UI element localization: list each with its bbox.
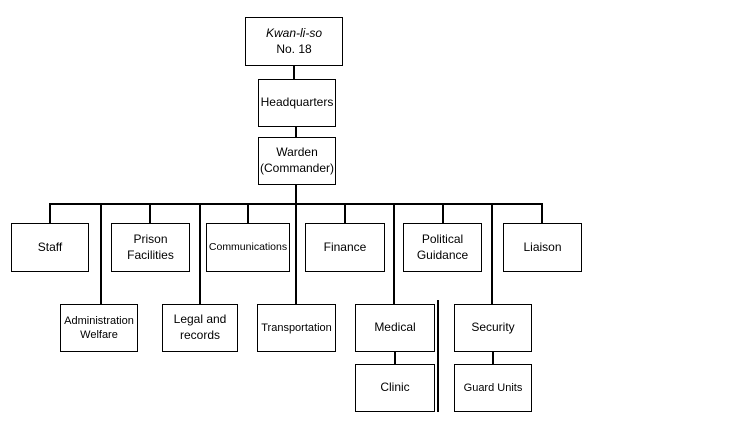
node-staff: Staff [11,223,89,272]
node-medical-label: Medical [374,320,416,335]
connector-medical-clinic [394,352,396,365]
node-prison-facilities: Prison Facilities [111,223,190,272]
connector-rail-finance [344,204,346,224]
node-admin-welfare-label-line2: Welfare [80,329,118,341]
node-transportation: Transportation [257,304,336,352]
node-clinic-label: Clinic [380,380,410,395]
node-political-guidance-label-line2: Guidance [416,247,469,262]
node-legal-records: Legal and records [162,304,238,352]
node-communications-label: Communications [208,240,288,253]
node-finance: Finance [305,223,385,272]
connector-rail-transportation [295,204,297,305]
node-kwanliso-label-line2: No. 18 [276,41,312,56]
node-security: Security [454,304,532,352]
node-communications: Communications [206,223,290,272]
connector-rail-legal-records [199,204,201,305]
node-admin-welfare: Administration Welfare [60,304,138,352]
connector-rail-staff [49,204,51,224]
connector-rail-communications [247,204,249,224]
node-legal-records-label-line2: records [179,328,220,342]
connector-rail-political-guidance [442,204,444,224]
connector-rail-prison-facilities [149,204,151,224]
node-medical: Medical [355,304,435,352]
node-political-guidance: Political Guidance [403,223,482,272]
node-headquarters-label: Headquarters [260,95,334,110]
connector-rail-admin-welfare [100,204,102,305]
connector-rail-medical [393,204,395,305]
node-headquarters: Headquarters [258,79,336,127]
node-political-guidance-label-line1: Political [421,231,464,246]
node-admin-welfare-label-line1: Administration [64,314,134,327]
node-staff-label: Staff [37,239,63,254]
node-liaison: Liaison [503,223,582,272]
node-legal-records-label-line1: Legal and [173,312,227,327]
node-clinic: Clinic [355,364,435,412]
node-prison-facilities-label-line1: Prison [133,231,168,246]
node-finance-label: Finance [323,239,367,254]
connector-warden-rail [295,185,297,204]
node-warden-label-line1: Warden [276,145,318,160]
connector-kwanliso-headquarters [293,66,295,79]
connector-rail-security [491,204,493,305]
connector-rail-liaison [541,204,543,224]
node-prison-facilities-label-line2: Facilities [127,247,174,262]
node-transportation-label: Transportation [261,321,332,334]
node-security-label: Security [471,320,515,335]
connector-security-guard-units [492,352,494,365]
divider-line-medical-security [437,300,439,412]
node-kwanliso-label-line1: Kwan-li-so [265,25,322,40]
node-kwanliso: Kwan-li-so No. 18 [245,17,343,66]
node-warden-label-line2: (Commander) [259,161,334,175]
connector-headquarters-warden [295,127,297,137]
node-liaison-label: Liaison [523,239,562,254]
node-warden: Warden (Commander) [258,137,336,185]
node-guard-units: Guard Units [454,364,532,412]
node-guard-units-label: Guard Units [463,381,523,394]
